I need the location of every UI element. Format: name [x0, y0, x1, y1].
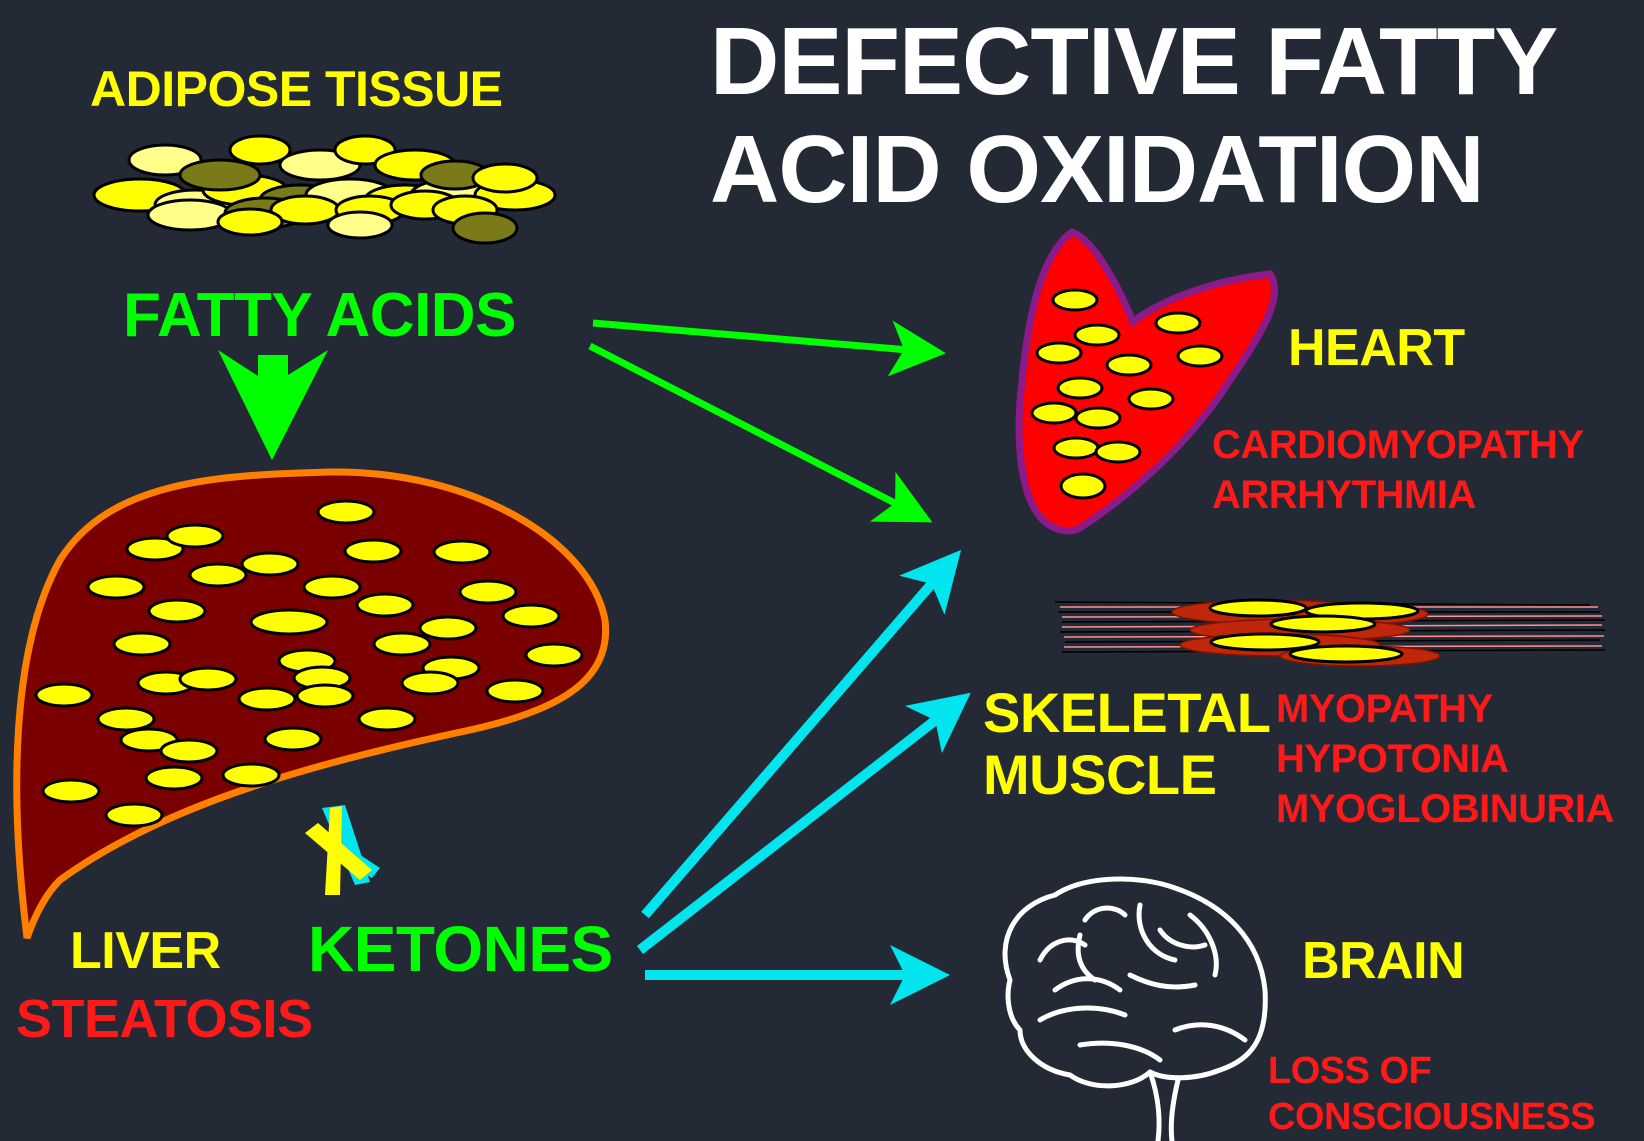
fatty-acids-label: FATTY ACIDS — [123, 281, 516, 350]
muscle-disease-hypotonia: HYPOTONIA — [1276, 737, 1509, 781]
skeletal-muscle-label-line-1: SKELETAL — [983, 681, 1271, 744]
brain-disease-line-2: CONSCIOUSNESS — [1268, 1096, 1596, 1138]
skeletal-muscle-fibers — [1054, 598, 1606, 667]
muscle-disease-myoglobinuria: MYOGLOBINURIA — [1276, 787, 1614, 831]
brain-organ — [1002, 876, 1268, 1141]
liver-disease-steatosis: STEATOSIS — [16, 989, 313, 1049]
skeletal-muscle-label-line-2: MUSCLE — [983, 743, 1217, 806]
brain-label: BRAIN — [1302, 932, 1465, 990]
liver-label: LIVER — [70, 922, 221, 980]
skeletal-muscle-diseases-list: MYOPATHY HYPOTONIA MYOGLOBINURIA — [1276, 684, 1614, 834]
ketones-label: KETONES — [308, 913, 613, 985]
title-line-2: ACID OXIDATION — [710, 116, 1485, 223]
fatty-acids-down-arrow — [218, 350, 328, 460]
blocked-pathway-x-icon — [305, 805, 380, 895]
ketone-arrows — [636, 549, 971, 1005]
heart-label: HEART — [1288, 319, 1465, 377]
heart-diseases-list: CARDIOMYOPATHY ARRHYTHMIA — [1212, 420, 1584, 520]
title-line-1: DEFECTIVE FATTY — [710, 8, 1558, 115]
brain-disease-loss-of-consciousness: LOSS OF CONSCIOUSNESS — [1268, 1048, 1596, 1140]
heart-disease-cardiomyopathy: CARDIOMYOPATHY — [1212, 423, 1584, 467]
adipose-tissue-cluster — [92, 134, 557, 245]
heart-disease-arrhythmia: ARRHYTHMIA — [1212, 473, 1476, 517]
liver-organ — [13, 468, 610, 940]
heart-organ — [1015, 228, 1279, 535]
skeletal-muscle-label: SKELETAL MUSCLE — [983, 681, 1271, 806]
muscle-disease-myopathy: MYOPATHY — [1276, 687, 1493, 731]
brain-disease-line-1: LOSS OF — [1268, 1050, 1432, 1092]
adipose-tissue-label: ADIPOSE TISSUE — [90, 61, 503, 117]
fatty-acid-arrows — [588, 319, 946, 523]
diagram-title: DEFECTIVE FATTY ACID OXIDATION — [710, 8, 1558, 224]
